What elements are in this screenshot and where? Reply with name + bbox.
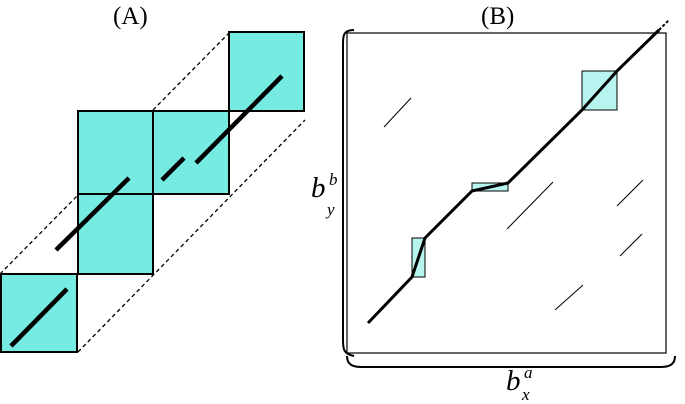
panel-b: (B) b b y b a: [311, 3, 676, 404]
spurious-match-2: [506, 181, 554, 230]
cell-a5: [228, 31, 305, 112]
y-axis-label: b b y: [311, 170, 338, 219]
y-axis-label-main: b: [311, 172, 326, 204]
x-axis-label-main: b: [506, 365, 521, 397]
alignment-segment-a2: [54, 176, 131, 252]
panel-a-label: (A): [113, 3, 148, 30]
cell-a4: [152, 110, 230, 195]
band-upper-left-dashed: [0, 194, 79, 275]
dot-plot-frame: [346, 32, 667, 354]
alignment-segment-a3: [160, 156, 186, 182]
cell-a2: [77, 193, 154, 275]
panel-b-label: (B): [481, 3, 514, 30]
cell-a3: [77, 110, 154, 195]
cell-a1: [0, 273, 78, 353]
main-alignment-extension: [658, 19, 670, 31]
band-upper-mid-dashed: [152, 32, 230, 111]
spurious-match-3: [616, 179, 644, 207]
x-axis-brace: [346, 355, 676, 368]
x-axis-label-sub: x: [521, 385, 530, 404]
spurious-match-1: [383, 97, 412, 128]
panel-a: (A): [0, 3, 306, 353]
x-axis-label-sup: a: [524, 363, 533, 382]
alignment-segment-a4: [194, 74, 284, 165]
x-axis-label: b a x: [506, 363, 533, 404]
spurious-match-5: [554, 284, 584, 311]
main-alignment-path: [366, 28, 661, 325]
spurious-match-4: [619, 233, 643, 257]
y-axis-label-sub: y: [325, 200, 335, 219]
y-axis-label-sup: b: [329, 170, 338, 189]
alignment-segment-a1: [9, 287, 69, 348]
band-lower-right-dashed: [77, 119, 306, 353]
y-axis-brace: [342, 29, 355, 357]
